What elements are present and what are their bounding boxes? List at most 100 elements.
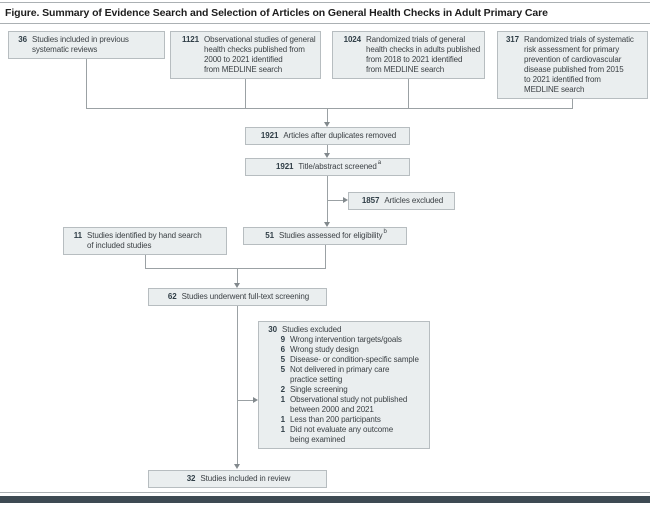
box-number: 317 [505, 35, 519, 44]
reason-number: 2 [280, 385, 285, 394]
box-number: 51 [265, 231, 274, 240]
box-hand-search: 11 Studies identified by hand search of … [63, 227, 227, 255]
connector-line [572, 99, 573, 108]
reason-text: Did not evaluate any outcome being exami… [290, 425, 394, 444]
arrow-right-icon [343, 197, 348, 203]
reason-number: 1 [280, 415, 285, 424]
box-text: Articles excluded [384, 196, 444, 205]
box-previous-reviews: 36 Studies included in previous systemat… [8, 31, 165, 59]
box-row: 1024 Randomized trials of general health… [339, 35, 481, 75]
exclusion-reason: 6 Wrong study design [277, 345, 425, 355]
exclusion-reason: 1 Did not evaluate any outcome being exa… [277, 425, 425, 445]
arrow-down-icon [234, 464, 240, 469]
connector-line [325, 245, 326, 268]
box-row: 51 Studies assessed for eligibility b [250, 229, 402, 241]
exclusion-reason: 5 Disease- or condition-specific sample [277, 355, 425, 365]
box-text: Randomized trials of systematic risk ass… [524, 35, 634, 94]
reason-number: 1 [280, 425, 285, 434]
box-row: 30 Studies excluded [265, 325, 425, 335]
box-text: Observational studies of general health … [204, 35, 316, 74]
arrow-right-icon [253, 397, 258, 403]
box-row: 32 Studies included in review [155, 474, 322, 484]
reason-number: 5 [280, 365, 285, 374]
box-duplicates-removed: 1921 Articles after duplicates removed [245, 127, 410, 145]
box-full-text-screening: 62 Studies underwent full-text screening [148, 288, 327, 306]
bottom-thin-rule [0, 492, 650, 493]
box-row: 62 Studies underwent full-text screening [155, 292, 322, 302]
box-articles-excluded: 1857 Articles excluded [348, 192, 455, 210]
box-number: 1024 [343, 35, 362, 44]
connector-line [237, 306, 238, 464]
box-number: 32 [186, 474, 196, 483]
connector-line [145, 268, 326, 269]
box-text: Studies underwent full-text screening [181, 292, 310, 301]
reason-text: Wrong study design [290, 345, 359, 354]
box-number: 36 [18, 35, 27, 44]
box-title-abstract-screened: 1921 Title/abstract screened a [245, 158, 410, 176]
box-text: Studies included in previous systematic … [32, 35, 129, 54]
box-number: 1857 [361, 196, 380, 205]
box-included-in-review: 32 Studies included in review [148, 470, 327, 488]
exclusion-reason: 1 Less than 200 participants [277, 415, 425, 425]
box-row: 1921 Title/abstract screened a [252, 160, 405, 172]
reason-text: Not delivered in primary care practice s… [290, 365, 390, 384]
exclusion-reason: 2 Single screening [277, 385, 425, 395]
box-studies-excluded: 30 Studies excluded 9 Wrong intervention… [258, 321, 430, 449]
box-assessed-eligibility: 51 Studies assessed for eligibility b [243, 227, 407, 245]
footnote-marker: b [383, 229, 387, 235]
exclusion-reason: 1 Observational study not published betw… [277, 395, 425, 415]
reason-number: 5 [280, 355, 285, 364]
figure-title: Figure. Summary of Evidence Search and S… [5, 7, 548, 19]
box-number: 11 [73, 231, 82, 240]
box-randomized-risk-assessment: 317 Randomized trials of systematic risk… [497, 31, 648, 99]
box-row: 36 Studies included in previous systemat… [15, 35, 160, 55]
box-number: 30 [268, 325, 277, 334]
reason-text: Disease- or condition-specific sample [290, 355, 419, 364]
box-randomized-health-checks: 1024 Randomized trials of general health… [332, 31, 485, 79]
box-text: Articles after duplicates removed [283, 131, 397, 140]
box-number: 1121 [182, 35, 199, 44]
box-observational-studies: 1121 Observational studies of general he… [170, 31, 321, 79]
exclusion-reason: 9 Wrong intervention targets/goals [277, 335, 425, 345]
box-text: Randomized trials of general health chec… [366, 35, 481, 74]
bottom-bar [0, 496, 650, 503]
reason-text: Observational study not published betwee… [290, 395, 408, 414]
box-text: Title/abstract screened [298, 162, 377, 171]
reason-number: 9 [280, 335, 285, 344]
connector-line [408, 79, 409, 108]
title-divider-rule [0, 23, 650, 24]
box-row: 1121 Observational studies of general he… [177, 35, 316, 75]
exclusion-reason: 5 Not delivered in primary care practice… [277, 365, 425, 385]
box-text: Studies included in review [200, 474, 291, 483]
connector-line [327, 176, 328, 222]
connector-line [86, 59, 87, 108]
reason-text: Single screening [290, 385, 348, 394]
box-text: Studies excluded [282, 325, 342, 334]
box-row: 11 Studies identified by hand search of … [70, 231, 222, 251]
box-row: 317 Randomized trials of systematic risk… [504, 35, 643, 95]
reason-number: 6 [280, 345, 285, 354]
exclusion-reasons-list: 9 Wrong intervention targets/goals 6 Wro… [277, 335, 425, 445]
box-number: 1921 [276, 162, 294, 171]
connector-line [237, 400, 253, 401]
arrow-down-icon [324, 122, 330, 127]
connector-line [86, 108, 573, 109]
footnote-marker: a [377, 160, 381, 166]
box-row: 1857 Articles excluded [355, 196, 450, 206]
reason-text: Wrong intervention targets/goals [290, 335, 402, 344]
box-number: 1921 [260, 131, 279, 140]
arrow-down-icon [324, 222, 330, 227]
box-text: Studies identified by hand search of inc… [87, 231, 202, 250]
box-text: Studies assessed for eligibility [278, 231, 383, 240]
arrow-down-icon [234, 283, 240, 288]
reason-number: 1 [280, 395, 285, 404]
box-row: 1921 Articles after duplicates removed [252, 131, 405, 141]
reason-text: Less than 200 participants [290, 415, 381, 424]
box-number: 62 [167, 292, 177, 301]
connector-line [327, 108, 328, 122]
connector-line [327, 145, 328, 153]
connector-line [327, 200, 343, 201]
connector-line [245, 79, 246, 108]
arrow-down-icon [324, 153, 330, 158]
top-rule [0, 2, 650, 3]
